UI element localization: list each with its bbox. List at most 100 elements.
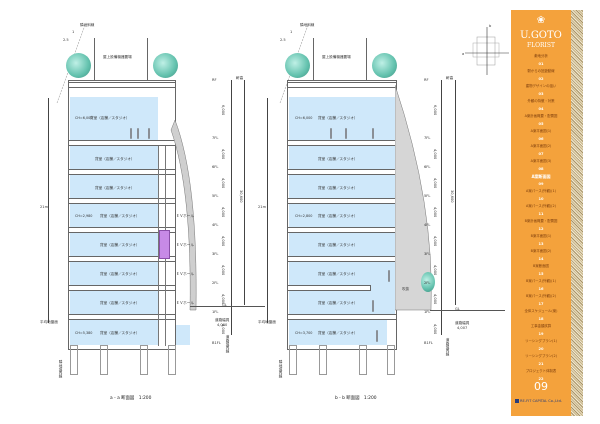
toc-number: 10 (538, 196, 544, 201)
slope-ratio-top: 1 (72, 30, 75, 34)
level-label: 4FL (424, 223, 431, 227)
toc-item[interactable]: 駅からの回遊動線 (527, 69, 555, 73)
toc-item[interactable]: 工事金額試算 (530, 324, 552, 328)
level-label: RF (212, 78, 217, 82)
roof-slab (68, 82, 176, 88)
floor-b1 (289, 320, 387, 345)
floor-dim-line (231, 80, 232, 335)
slab (68, 256, 176, 262)
floor-height-dim: 4,000 (221, 177, 225, 188)
level-label: RF (424, 78, 429, 82)
toc-number: 17 (538, 301, 544, 306)
road-width-label: 道路幅員 (215, 318, 230, 322)
floor-height-dim: 4,000 (433, 293, 437, 304)
tree-icon (153, 53, 178, 78)
total-height-label: 30,600 (239, 190, 243, 203)
toc-item[interactable]: 外観の特徴・対策 (527, 99, 555, 103)
road-boundary-label: 道路境界線 (226, 335, 230, 353)
toc-number: 21 (538, 361, 544, 366)
toc-item[interactable]: 敷地分析 (534, 54, 548, 58)
roof-screen-post (147, 38, 148, 83)
floor-2 (70, 262, 158, 285)
rose-icon: ❀ (536, 15, 546, 26)
slab (68, 227, 176, 233)
floor-height-dim: 4,000 (433, 177, 437, 188)
toc-number: 14 (538, 256, 544, 261)
person-figure (372, 128, 374, 139)
person-figure (137, 128, 139, 139)
toc-number: 03 (538, 91, 544, 96)
floor-6 (289, 146, 395, 169)
toc-item[interactable]: 建物デザインの狙い (525, 84, 557, 88)
floor-height-dim: 4,000 (433, 148, 437, 159)
level-label: B1FL (212, 341, 221, 345)
toc-item[interactable]: リーシングプラン(2) (525, 354, 557, 358)
room-label: 貸室（店舗／スタジオ） (100, 214, 140, 218)
toc-item[interactable]: 全体スケジュール(案) (524, 309, 558, 313)
toc-item[interactable]: B案平面図(2) (530, 249, 552, 253)
roof-slab (287, 82, 397, 88)
level-label: 4FL (212, 223, 219, 227)
ceiling-height-label: CH=2,980 (75, 214, 93, 218)
ceiling-height-label: CH=5,380 (75, 331, 93, 335)
floor-4 (289, 204, 395, 227)
ev-hall-label: ＥＶホール (176, 272, 194, 276)
toc-item[interactable]: A案平面図(3) (530, 159, 552, 163)
toc-item[interactable]: B案計画概要・配置図 (524, 219, 558, 223)
toc-number: 22 (538, 376, 544, 381)
roof-screen-post (313, 38, 314, 83)
level-label: 7FL (212, 136, 219, 140)
slope-label-b: 隣地斜線 (300, 23, 315, 27)
height-limit-label: 21m (40, 205, 49, 209)
room-label: 貸室（店舗／スタジオ） (90, 116, 130, 120)
toc-item[interactable]: A案平面図(1) (530, 129, 552, 133)
floor-3 (70, 233, 158, 256)
road-boundary-label: 道路境界線 (446, 338, 450, 356)
toc-number: 02 (538, 76, 544, 81)
gl-label: GL (455, 307, 460, 311)
floor-height-dim: 4,000 (221, 148, 225, 159)
room-label: 貸室（店舗／スタジオ） (100, 301, 140, 305)
floor-height-dim: 4,000 (221, 323, 225, 334)
toc-item[interactable]: B案パース(外観)(2) (526, 294, 556, 298)
floor-5 (289, 175, 395, 198)
toc-number: 01 (538, 61, 544, 66)
slope-line-b (279, 25, 309, 104)
key-plan (465, 27, 509, 75)
toc-item[interactable]: プロジェクト体制表 (525, 369, 557, 373)
level-label: 2FL (424, 281, 431, 285)
slope-ratio-side: 2.5 (63, 38, 69, 42)
toc-item[interactable]: B案パース(外観)(1) (526, 279, 556, 283)
level-label: 1FL (424, 310, 431, 314)
road-width-value: 4,000 (217, 323, 228, 327)
floor-height-dim: 4,000 (221, 264, 225, 275)
roof-equipment-label-a: 屋上設備機器置場 (103, 55, 132, 59)
floor-4 (70, 204, 158, 227)
slab (68, 285, 176, 291)
person-figure (130, 128, 132, 139)
toc-item[interactable]: B案断面図 (533, 264, 549, 268)
company-name: RE-FIT CAPITAL Co.,Ltd. (520, 399, 563, 403)
company-logo-icon (515, 399, 519, 403)
roof-screen-post (94, 38, 95, 83)
toc-item[interactable]: A案パース(外観)(1) (526, 189, 556, 193)
section-b-caption: b - b 断面図 1:200 (335, 396, 377, 401)
floor-3 (289, 233, 395, 256)
facade-curve-b (395, 85, 432, 311)
toc-item[interactable]: A案計画概要・配置図 (524, 114, 558, 118)
height-limit-dim-line (267, 98, 268, 323)
floor-height-dim: 4,000 (433, 264, 437, 275)
toc-item[interactable]: A案断面図 (531, 174, 551, 179)
toc-number: 09 (538, 181, 544, 186)
level-label: 1FL (212, 310, 219, 314)
toc-item[interactable]: A案平面図(2) (530, 144, 552, 148)
toc-item[interactable]: リーシングプラン(1) (525, 339, 557, 343)
ceiling-height-label: CH=3,700 (295, 331, 313, 335)
ceiling-height-label: CH=6,000 (75, 116, 93, 120)
level-label: 3FL (424, 252, 431, 256)
total-dim-line (455, 80, 456, 305)
toc-item[interactable]: A案パース(外観)(2) (526, 204, 556, 208)
toc-item[interactable]: B案平面図(1) (530, 234, 552, 238)
gold-texture-strip (571, 10, 583, 416)
